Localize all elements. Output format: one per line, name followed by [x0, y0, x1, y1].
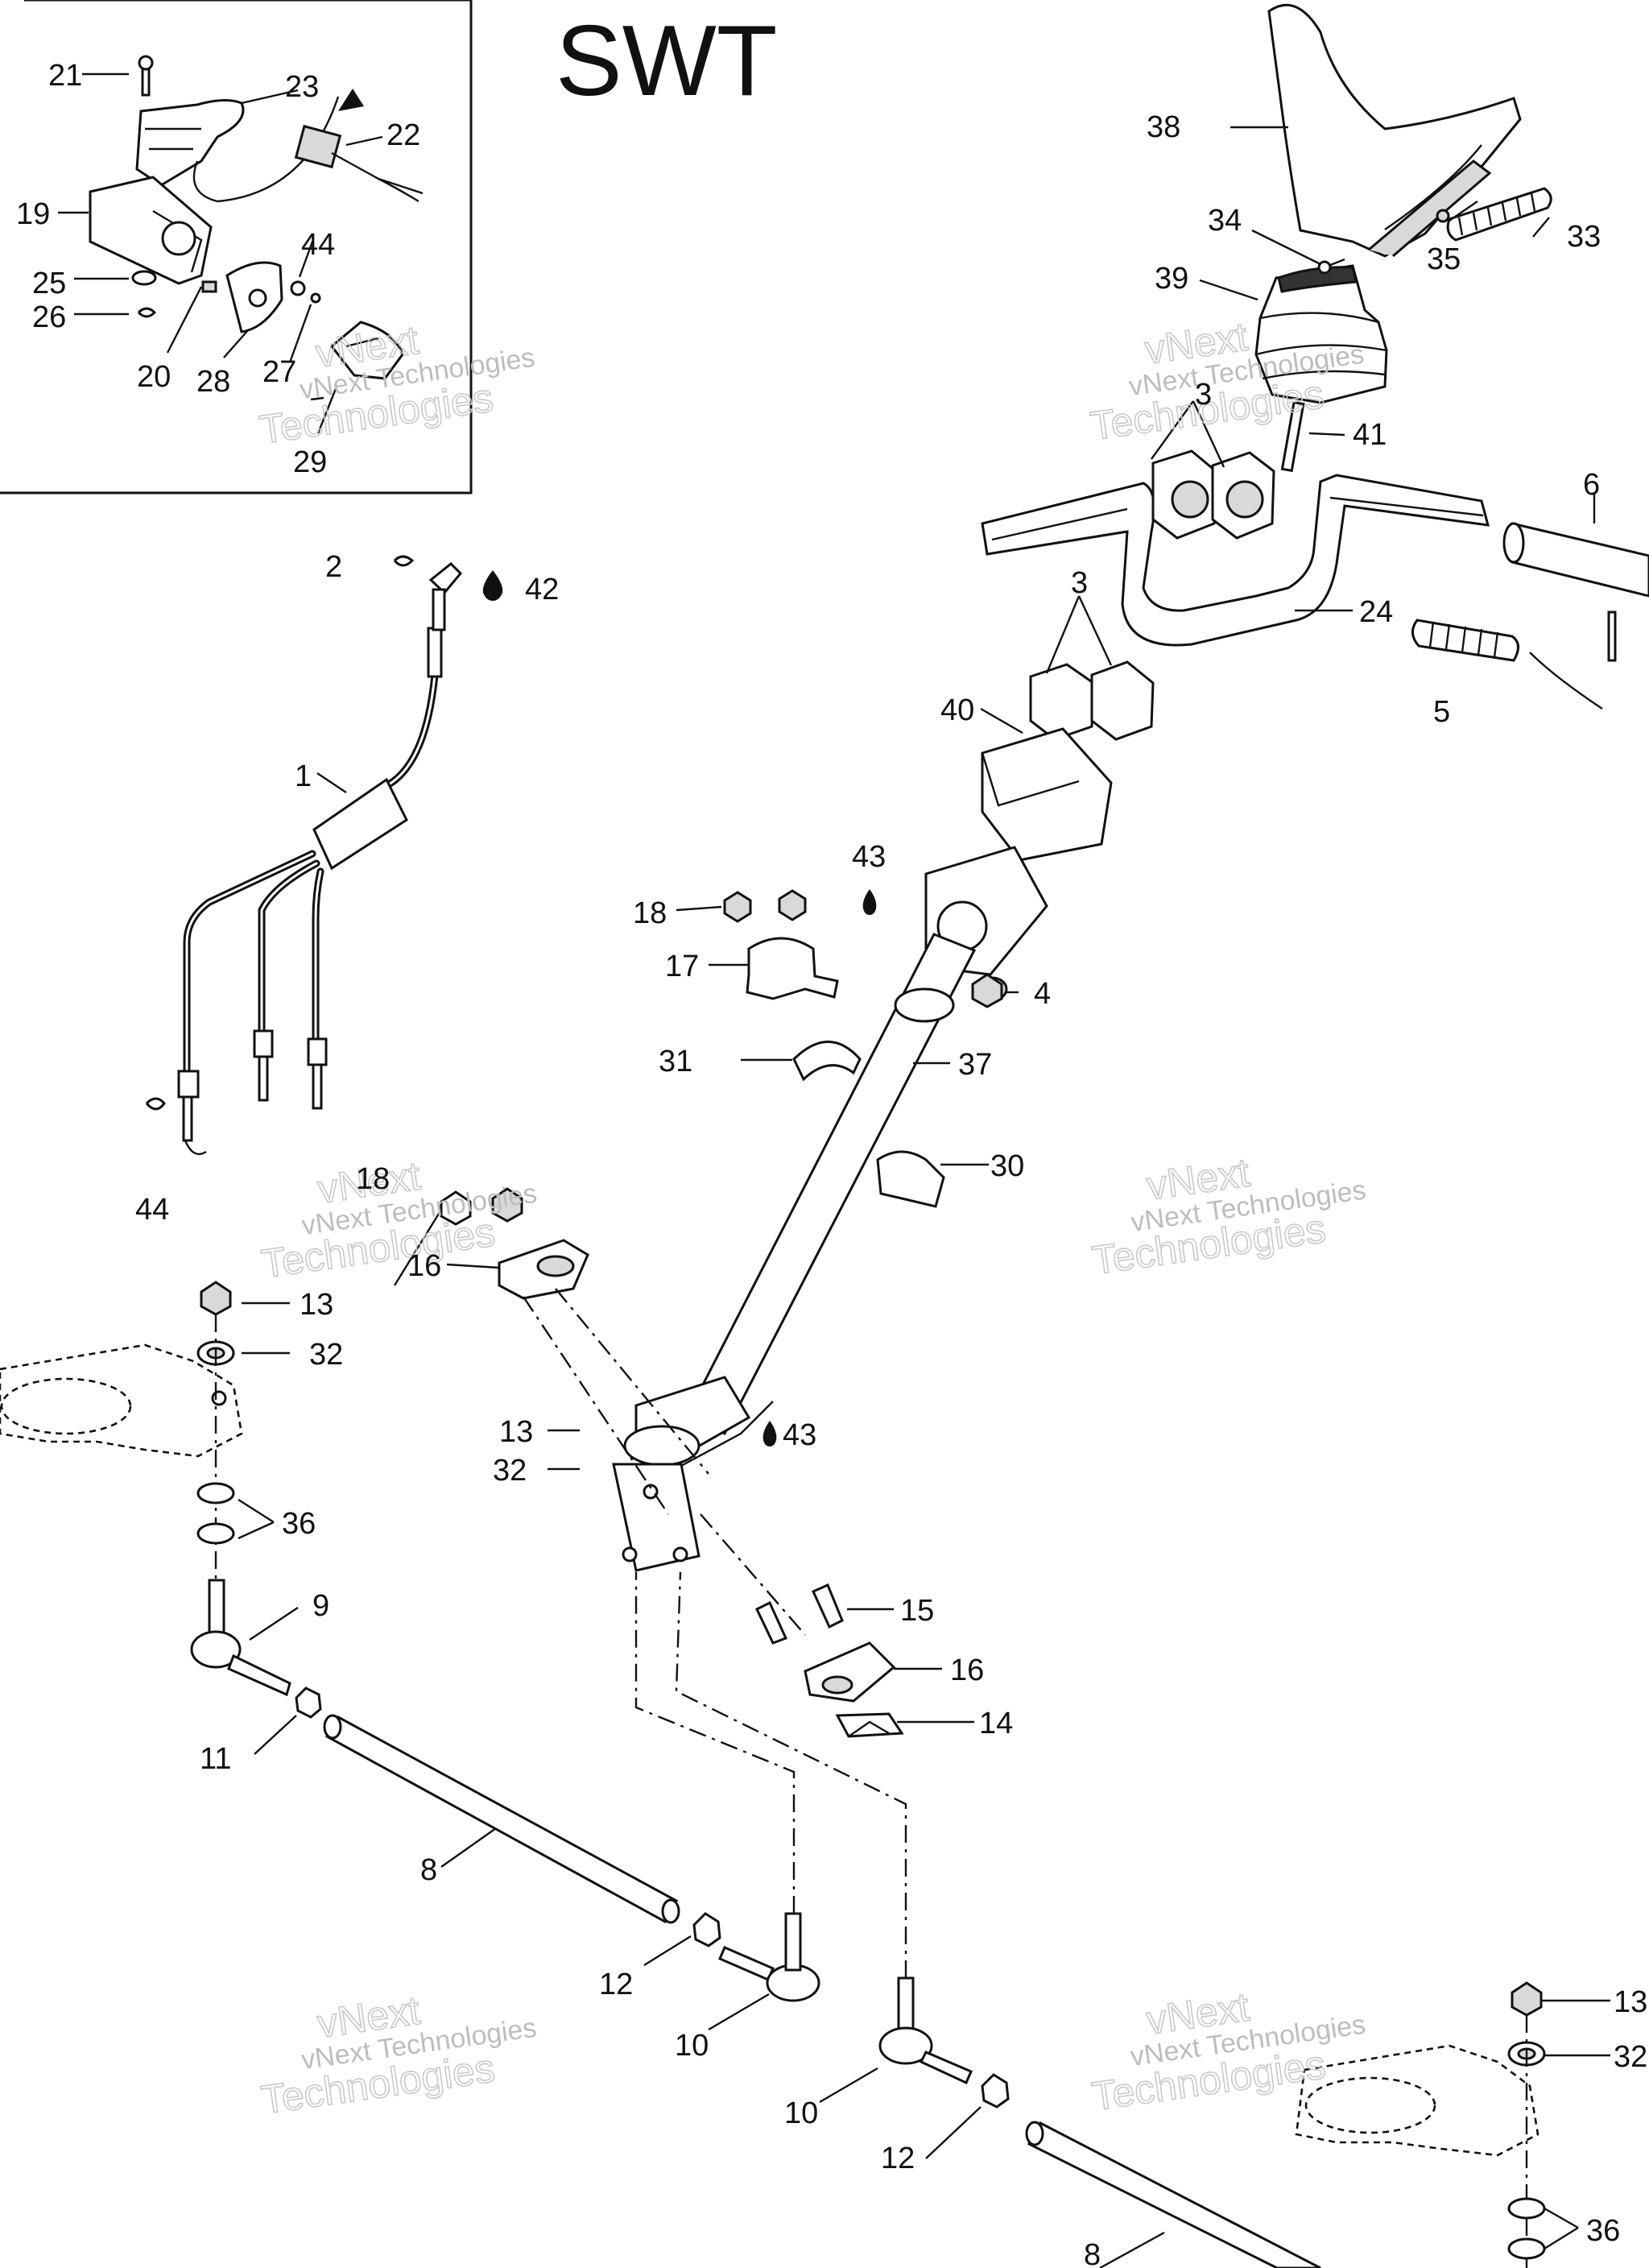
callout-33: 33 [1567, 220, 1601, 254]
callout-44: 44 [135, 1193, 169, 1227]
inset-leaders [58, 72, 383, 434]
callout-20: 20 [137, 360, 171, 394]
callout-32-right: 32 [1614, 2040, 1647, 2074]
callout-17: 17 [665, 950, 699, 983]
callout-10-right: 10 [784, 2096, 818, 2130]
callout-23: 23 [285, 70, 319, 104]
callout-11: 11 [200, 1742, 231, 1776]
steering-column [612, 727, 1113, 1572]
diagram-title: SWT [556, 6, 778, 117]
callout-25: 25 [32, 267, 66, 300]
column-bracket-upper [498, 1239, 709, 1515]
callout-14: 14 [979, 1707, 1013, 1740]
callout-18-upper: 18 [633, 896, 667, 930]
callout-16-lower: 16 [950, 1653, 984, 1687]
callout-2: 2 [325, 550, 342, 584]
callout-36-left: 36 [282, 1507, 316, 1541]
callout-32-left: 32 [309, 1338, 343, 1372]
watermark-right-mid: vNext Technologies vNext Technologies [1089, 1149, 1368, 1284]
callouts: 21 23 22 19 25 26 20 28 44 27 29 38 34 3… [16, 59, 1647, 2268]
callout-29: 29 [293, 445, 327, 479]
callout-38: 38 [1147, 110, 1180, 144]
callout-22: 22 [386, 118, 420, 152]
callout-30: 30 [990, 1149, 1024, 1183]
watermark-left-bottom: vNext Technologies vNext Technologies [258, 1987, 538, 2123]
callout-6: 6 [1583, 468, 1600, 502]
oil-drop-icon [763, 1421, 777, 1446]
handlebar-cover-and-boot [1254, 3, 1552, 404]
watermark-right-bottom: vNext Technologies vNext Technologies [1089, 1984, 1367, 2120]
callout-24: 24 [1359, 595, 1393, 629]
callout-15: 15 [900, 1594, 934, 1628]
callout-43-lower: 43 [783, 1418, 816, 1452]
callout-28: 28 [196, 365, 230, 399]
callout-36-right: 36 [1586, 2214, 1620, 2248]
callout-12-left: 12 [599, 1968, 633, 2001]
callout-44-inset: 44 [301, 228, 335, 262]
callout-27: 27 [262, 355, 296, 389]
callout-39: 39 [1155, 262, 1188, 296]
callout-9: 9 [312, 1589, 329, 1623]
callout-40: 40 [940, 693, 974, 727]
callout-13-center: 13 [499, 1415, 533, 1449]
oil-drop-icon [482, 570, 503, 601]
callout-26: 26 [32, 300, 66, 334]
throttle-cable-harness [145, 555, 463, 1156]
callout-16-upper: 16 [407, 1249, 441, 1283]
callout-21: 21 [48, 59, 82, 93]
callout-13-right: 13 [1614, 1985, 1647, 2019]
tie-rod-right [1025, 2121, 1321, 2268]
callout-10-left: 10 [675, 2029, 709, 2063]
callout-35: 35 [1427, 242, 1461, 276]
callout-4: 4 [1034, 977, 1051, 1011]
link-rods [700, 1513, 904, 1738]
oil-drop-icon [862, 889, 877, 915]
handlebar [981, 400, 1649, 741]
callout-8-left: 8 [420, 1853, 437, 1887]
inset-switch-assembly [0, 0, 473, 495]
callout-43-upper: 43 [852, 840, 886, 874]
callout-5: 5 [1433, 695, 1450, 729]
callout-37: 37 [958, 1048, 992, 1082]
callout-12-right: 12 [881, 2142, 915, 2175]
tie-rod-left [323, 1571, 1010, 2109]
left-ski-bracket [0, 1281, 322, 1719]
callout-42: 42 [525, 573, 559, 606]
callout-8-right: 8 [1084, 2238, 1101, 2268]
callout-3-lower: 3 [1071, 566, 1088, 600]
callout-13-left: 13 [300, 1288, 333, 1322]
column-supports [440, 889, 1003, 1226]
callout-32-center: 32 [493, 1454, 527, 1488]
callout-34: 34 [1208, 204, 1242, 238]
callout-31: 31 [659, 1045, 692, 1078]
callout-19: 19 [16, 197, 50, 231]
callout-1: 1 [295, 759, 312, 793]
leader-lines [238, 126, 1610, 2268]
callout-3-upper: 3 [1195, 378, 1212, 412]
callout-18-lower: 18 [356, 1162, 390, 1196]
callout-41: 41 [1353, 418, 1387, 452]
